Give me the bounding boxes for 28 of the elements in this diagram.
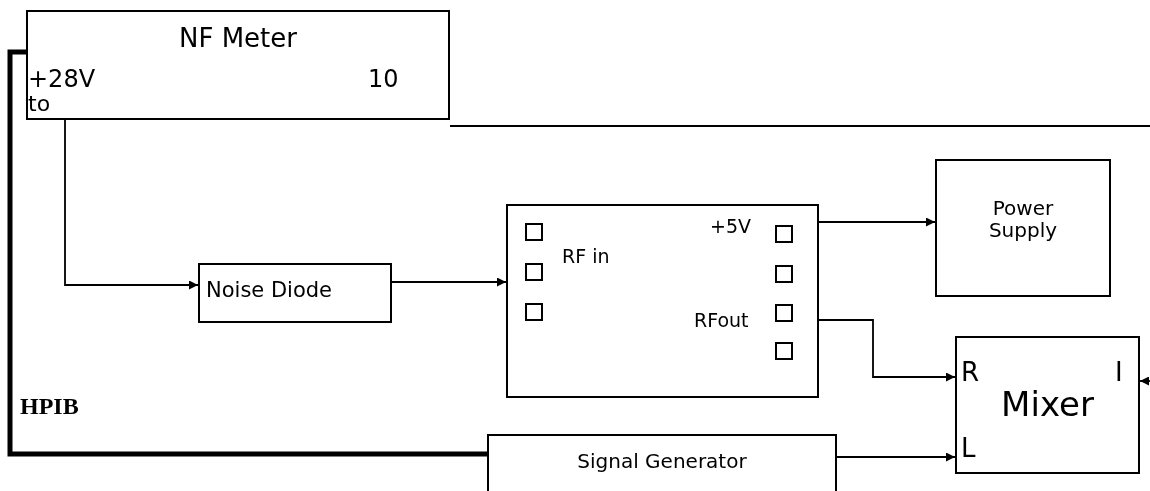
port-label: I (1115, 358, 1123, 387)
port-label: RF in (562, 246, 610, 267)
generator-box (487, 434, 837, 491)
device-name: Signal Generator (576, 450, 748, 472)
port-label: to (28, 92, 51, 117)
edge-label: HPIB (20, 393, 79, 420)
arrow (818, 217, 936, 227)
arrow (836, 452, 956, 462)
meter-box (26, 10, 450, 120)
device-name: Mixer (1000, 386, 1095, 424)
diode-box (198, 263, 392, 323)
device-name: Power Supply (987, 197, 1059, 241)
device-name: NF Meter (178, 24, 298, 53)
port-label: +5V (710, 216, 751, 237)
device-name: Noise Diode (206, 279, 333, 303)
mixer-box (955, 336, 1140, 474)
port-label: +28V (28, 66, 96, 93)
port-label: R (961, 358, 980, 387)
arrow (818, 319, 956, 382)
port-label: 10 (368, 66, 399, 93)
bus-line (7, 49, 487, 457)
arrow (64, 119, 199, 290)
arrow (391, 277, 507, 287)
board-box (506, 204, 819, 398)
arrow (1139, 376, 1150, 386)
power-supply-box (935, 159, 1111, 297)
port-label: L (961, 434, 976, 463)
port-label: RFout (694, 310, 749, 331)
